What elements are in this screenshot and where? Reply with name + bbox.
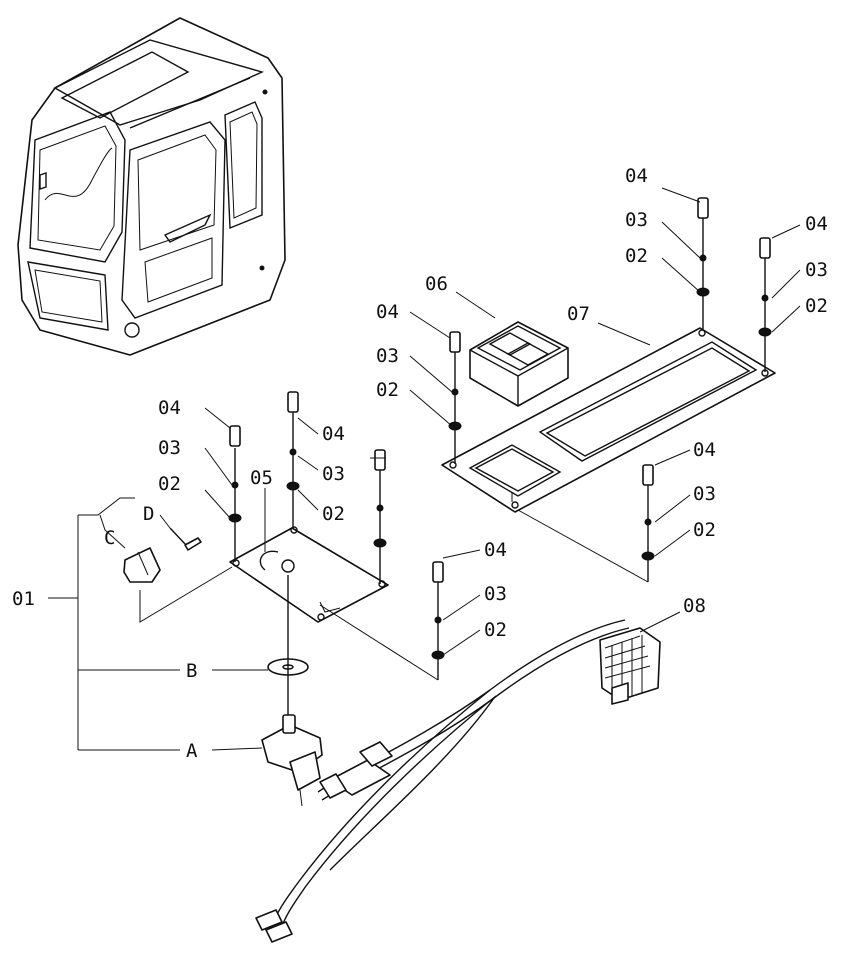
leader-lines bbox=[48, 187, 801, 751]
label-04: 04 bbox=[322, 423, 345, 445]
plate-05 bbox=[229, 526, 389, 623]
label-04: 04 bbox=[484, 539, 507, 561]
label-02: 02 bbox=[805, 295, 828, 317]
cab-illustration bbox=[17, 17, 286, 356]
label-02: 02 bbox=[376, 379, 399, 401]
label-03: 03 bbox=[693, 483, 716, 505]
label-04: 04 bbox=[376, 301, 399, 323]
label-B: B bbox=[186, 660, 197, 682]
label-C: C bbox=[104, 527, 115, 549]
label-A: A bbox=[186, 740, 198, 762]
harness-08 bbox=[255, 619, 661, 943]
label-04: 04 bbox=[693, 439, 716, 461]
label-03: 03 bbox=[484, 583, 507, 605]
label-D: D bbox=[143, 503, 154, 525]
label-02: 02 bbox=[693, 519, 716, 541]
label-06: 06 bbox=[425, 273, 448, 295]
plate-05-fasteners bbox=[228, 391, 445, 681]
label-05: 05 bbox=[250, 467, 273, 489]
label-04: 04 bbox=[805, 213, 828, 235]
label-03: 03 bbox=[322, 463, 345, 485]
label-08: 08 bbox=[683, 595, 706, 617]
label-03: 03 bbox=[376, 345, 399, 367]
switch-box-06 bbox=[469, 321, 569, 407]
label-07: 07 bbox=[567, 303, 590, 325]
label-02: 02 bbox=[625, 245, 648, 267]
part-labels: 01 B A C D 05 06 07 08 04 03 02 04 03 02… bbox=[12, 165, 828, 762]
label-03: 03 bbox=[805, 259, 828, 281]
label-02: 02 bbox=[322, 503, 345, 525]
label-03: 03 bbox=[625, 209, 648, 231]
label-01: 01 bbox=[12, 588, 35, 610]
label-04: 04 bbox=[625, 165, 648, 187]
label-02: 02 bbox=[158, 473, 181, 495]
switch-assembly-01 bbox=[123, 527, 323, 807]
label-02: 02 bbox=[484, 619, 507, 641]
label-03: 03 bbox=[158, 437, 181, 459]
label-04: 04 bbox=[158, 397, 181, 419]
plate-07-fasteners bbox=[448, 197, 772, 582]
plate-07 bbox=[441, 327, 776, 583]
